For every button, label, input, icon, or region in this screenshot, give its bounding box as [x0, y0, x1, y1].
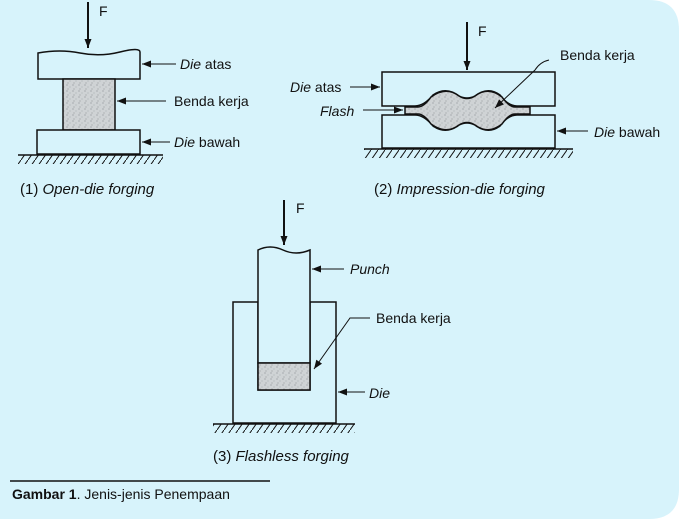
label-lower-die: Die bawah [174, 134, 240, 150]
label-die: Die [369, 385, 390, 401]
label-upper-die: Die atas [180, 56, 231, 72]
leader-workpiece [313, 317, 370, 370]
label-workpiece: Benda kerja [174, 93, 249, 109]
impression-die-forging: F Benda kerja Die atas Flash Die bawah (… [290, 22, 660, 198]
label-lower-die: Die bawah [594, 124, 660, 140]
label-workpiece: Benda kerja [560, 47, 635, 63]
figure-caption: Gambar 1. Jenis-jenis Penempaan [12, 486, 230, 502]
upper-die [37, 48, 141, 80]
open-die-forging: F Die atas Benda kerja Die bawah (1) Ope… [18, 2, 249, 198]
label-punch: Punch [350, 261, 390, 277]
lower-die [36, 129, 141, 155]
workpiece [62, 78, 116, 131]
ground-hatch [213, 424, 355, 433]
workpiece [257, 362, 311, 391]
ground-hatch [364, 149, 573, 158]
caption-impression-die: (2) Impression-die forging [374, 181, 546, 198]
punch [257, 246, 311, 364]
label-flash: Flash [320, 103, 354, 119]
label-upper-die: Die atas [290, 79, 341, 95]
caption-flashless: (3) Flashless forging [213, 448, 350, 465]
force-label: F [99, 3, 108, 19]
caption-open-die: (1) Open-die forging [20, 181, 155, 198]
flashless-forging: F Punch Benda kerja Die (3) Flashless fo… [213, 200, 451, 465]
force-label: F [296, 200, 305, 216]
force-label: F [478, 23, 487, 39]
ground-hatch [18, 155, 163, 164]
leader-workpiece [494, 59, 550, 109]
label-workpiece: Benda kerja [376, 310, 451, 326]
